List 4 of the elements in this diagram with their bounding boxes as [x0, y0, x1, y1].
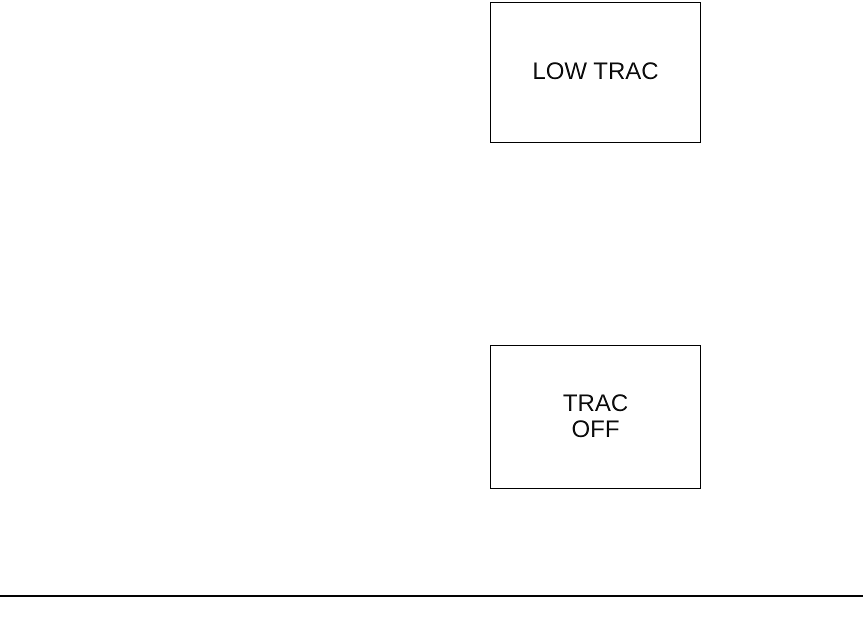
indicator-box — [490, 2, 701, 143]
indicator-label: LOW TRAC — [532, 59, 659, 86]
indicator-box — [490, 345, 701, 489]
indicator-label: TRAC OFF — [562, 390, 630, 444]
